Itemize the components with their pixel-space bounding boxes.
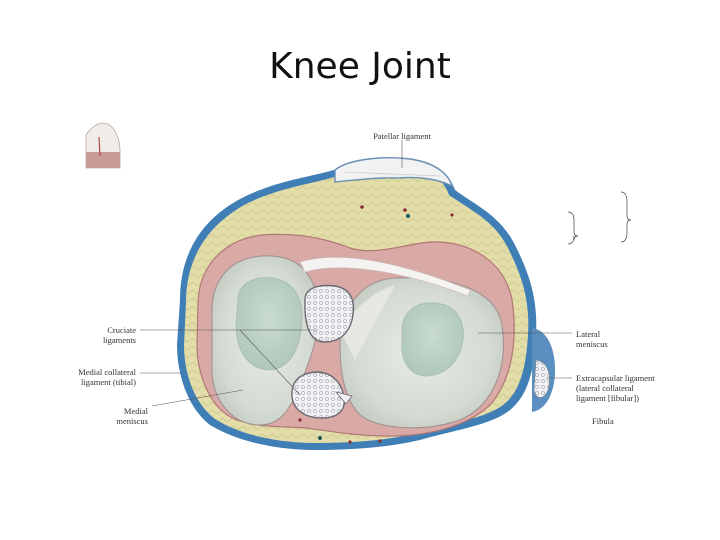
label-medial-collateral-line-2: ligament (tibial) <box>81 377 136 387</box>
leader-lines <box>140 140 572 407</box>
label-lateral-meniscus-line-2: meniscus <box>576 339 608 349</box>
label-lateral-meniscus-line-1: Lateral <box>576 329 601 339</box>
label-extracapsular-ligament: Extracapsular ligament (lateral collater… <box>576 373 655 403</box>
label-extracapsular-line-2: (lateral collateral <box>576 383 634 393</box>
label-medial-meniscus-line-1: Medial <box>123 406 148 416</box>
label-extracapsular-line-1: Extracapsular ligament <box>576 373 655 383</box>
label-cruciate-line-1: Cruciate <box>107 325 136 335</box>
nerve-dots <box>318 214 410 440</box>
slide-title: Knee Joint <box>269 46 451 87</box>
label-medial-collateral-line-1: Medial collateral <box>78 367 136 377</box>
cruciate-ligament-posterior <box>291 371 353 419</box>
label-lateral-meniscus: Lateral meniscus <box>576 329 608 349</box>
label-patellar-ligament: Patellar ligament <box>373 131 431 141</box>
label-medial-collateral-ligament: Medial collateral ligament (tibial) <box>60 367 136 387</box>
orientation-thumbnail <box>85 122 121 169</box>
brace-marks <box>567 191 632 245</box>
vessel-dots <box>298 205 454 444</box>
label-cruciate-ligaments: Cruciate ligaments <box>76 325 136 345</box>
label-extracapsular-line-3: ligament [fibular]) <box>576 393 640 403</box>
fibula-region <box>532 328 556 412</box>
cruciate-ligament-anterior <box>304 284 355 343</box>
label-medial-meniscus-line-2: meniscus <box>116 416 148 426</box>
label-medial-meniscus: Medial meniscus <box>90 406 148 426</box>
label-fibula: Fibula <box>592 416 614 426</box>
label-cruciate-line-2: ligaments <box>102 335 136 345</box>
patellar-ligament-shape <box>334 157 454 188</box>
